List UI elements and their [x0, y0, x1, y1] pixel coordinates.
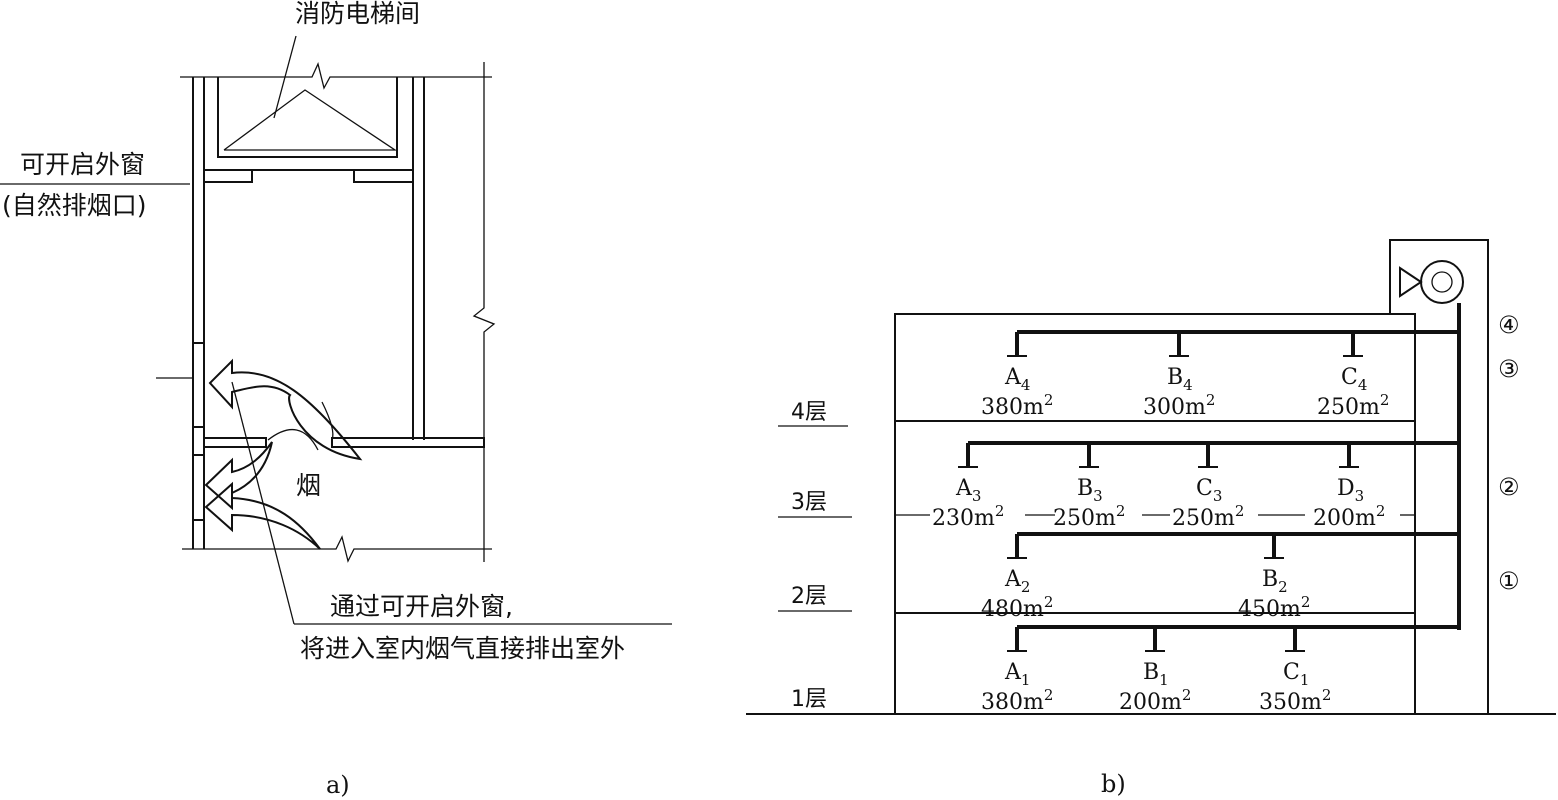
room-id-A2: A2 [1004, 567, 1030, 596]
smoke-arrow-lower [204, 481, 321, 550]
elevator-car-symbol [223, 89, 398, 151]
floor-label-3: 3层 [791, 490, 827, 515]
building-outline [894, 313, 1416, 714]
room-id-B3: B3 [1077, 476, 1103, 505]
duct-shaft-outline [1389, 239, 1489, 714]
bottom-break-line [182, 535, 492, 563]
smoke-label: 烟 [296, 471, 321, 500]
room-area-B1: 200m2 [1119, 686, 1191, 715]
room-area-D3: 200m2 [1313, 502, 1385, 531]
room-id-D3: D3 [1337, 476, 1364, 505]
room-labels: A4380m2B4300m2C4250m2A3230m2B3250m2C3250… [932, 365, 1389, 715]
elevator-label: 消防电梯间 [295, 0, 420, 28]
room-area-B3: 250m2 [1053, 502, 1125, 531]
window-label-1: 可开启外窗 [20, 150, 145, 179]
note-line-1: 通过可开启外窗, [330, 592, 513, 621]
exhaust-fan-icon [1399, 260, 1464, 304]
door-stub-left [203, 169, 253, 183]
room-id-A4: A4 [1004, 365, 1030, 394]
elevator-shaft-wall [204, 77, 414, 440]
floor-label-1: 1层 [791, 687, 827, 712]
room-area-A4: 380m2 [981, 391, 1053, 420]
room-area-A1: 380m2 [981, 686, 1053, 715]
duct-inlets [958, 332, 1363, 652]
room-area-B2: 450m2 [1238, 593, 1310, 622]
room-id-B1: B1 [1143, 660, 1169, 689]
room-area-B4: 300m2 [1143, 391, 1215, 420]
duct-marker-3: ③ [1498, 355, 1520, 383]
panel-b: 4层 3层 2层 1层 ④ ③ ② ① A4380m2B4300m2C4250m… [746, 239, 1556, 798]
panel-a: 消防电梯间 可开启外窗 (自然排烟口) 烟 通过可开启外窗, 将进入室内烟气直接… [0, 0, 672, 799]
door-swing-arc [267, 428, 319, 451]
note-leader [231, 381, 295, 625]
note-line-2: 将进入室内烟气直接排出室外 [300, 634, 625, 663]
room-id-B4: B4 [1167, 365, 1193, 394]
room-id-A1: A1 [1004, 660, 1030, 689]
room-area-C4: 250m2 [1317, 391, 1389, 420]
room-id-C3: C3 [1196, 476, 1222, 505]
floor-label-2: 2层 [791, 584, 827, 609]
room-id-C4: C4 [1341, 365, 1367, 394]
window-label-2: (自然排烟口) [2, 191, 147, 220]
duct-marker-1: ① [1498, 567, 1520, 595]
room-id-A3: A3 [955, 476, 981, 505]
room-area-A3: 230m2 [932, 502, 1004, 531]
room-area-C3: 250m2 [1172, 502, 1244, 531]
corridor-wall-right [331, 437, 485, 448]
right-break-line [472, 62, 496, 562]
top-break-line [180, 62, 492, 90]
room-area-C1: 350m2 [1259, 686, 1331, 715]
corridor-wall-left [204, 437, 267, 448]
room-area-A2: 480m2 [981, 593, 1053, 622]
caption-b: b) [1101, 770, 1126, 798]
elevator-leader [273, 35, 297, 119]
floor-label-4: 4层 [791, 400, 827, 425]
smoke-arrow-upper [208, 358, 363, 461]
elevator-shaft-inner [217, 77, 398, 158]
room-id-C1: C1 [1283, 660, 1309, 689]
duct-marker-4: ④ [1498, 311, 1520, 339]
caption-a: a) [326, 771, 350, 799]
room-id-B2: B2 [1262, 567, 1288, 596]
duct-marker-2: ② [1498, 473, 1520, 501]
door-stub-right [353, 169, 414, 183]
